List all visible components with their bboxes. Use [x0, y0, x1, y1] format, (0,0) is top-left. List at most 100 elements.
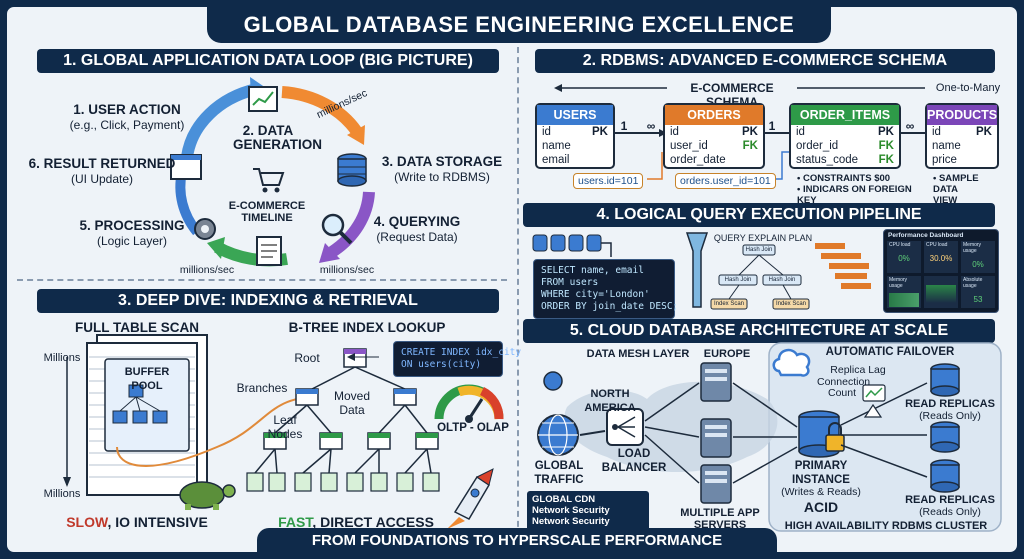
read-replicas-label-1: READ REPLICAS [905, 398, 995, 410]
rate-label-left: millions/sec [179, 264, 235, 276]
europe-label: EUROPE [703, 348, 751, 360]
sql-line: WHERE city='London' [541, 289, 650, 300]
key-badge: PK [592, 126, 608, 138]
key-badge: FK [742, 140, 758, 152]
fast-caption: FAST, DIRECT ACCESS [261, 515, 451, 529]
dashboard-tile: Memory usage [887, 276, 921, 308]
buffer-pool-label: BUFFER POOL [124, 366, 170, 392]
plan-node: Index Scan [775, 301, 807, 307]
column-name: name [932, 140, 961, 152]
branches-label: Branches [236, 381, 288, 395]
step-5-sub: (Logic Layer) [96, 234, 168, 248]
primary-instance-label: PRIMARY INSTANCE [792, 460, 850, 486]
tile-sparkline [889, 293, 919, 307]
cloud-icon [771, 347, 813, 377]
moved-data-label: Moved Data [333, 389, 371, 417]
step-4-title: 4. QUERYING [373, 214, 461, 229]
column-name: id [542, 126, 551, 138]
legend-item: Network Security [532, 505, 610, 516]
fast-rest: , DIRECT ACCESS [312, 514, 434, 530]
section-3-graphics [63, 334, 504, 529]
chart-icon-shape [248, 86, 278, 112]
global-traffic-label: GLOBAL TRAFFIC [534, 460, 584, 486]
explain-plan-label: QUERY EXPLAIN PLAN [713, 233, 813, 243]
dashboard-title: Performance Dashboard [888, 232, 964, 239]
step-6-sub: (UI Update) [70, 172, 134, 186]
read-replicas-label-2: READ REPLICAS [905, 494, 995, 506]
key-badge: FK [878, 140, 894, 152]
rate-label-right: millions/sec [319, 264, 375, 276]
column-name: user_id [670, 140, 708, 152]
sample-data-note: • SAMPLE DATA VIEW [933, 173, 979, 206]
step-1-title: 1. USER ACTION [73, 102, 181, 117]
section-3-title: 3. DEEP DIVE: INDEXING & RETRIEVAL [37, 289, 499, 313]
key-badge: PK [878, 126, 894, 138]
section-5-title: 5. CLOUD DATABASE ARCHITECTURE AT SCALE [523, 319, 995, 343]
slow-caption: SLOW, IO INTENSIVE [47, 515, 227, 529]
table-users-header: USERS [537, 105, 613, 125]
table-row: price [927, 153, 997, 167]
fast-word: FAST [278, 514, 313, 530]
cardinality-one-2: 1 [768, 119, 776, 133]
table-users: USERS id PK name email [535, 103, 615, 169]
table-row: name [537, 139, 613, 153]
slow-rest: , IO INTENSIVE [107, 514, 208, 530]
sql-line: FROM users [541, 277, 599, 288]
step-2-title: 2. DATA GENERATION [233, 123, 323, 152]
main-title: GLOBAL DATABASE ENGINEERING EXCELLENCE [207, 7, 831, 43]
plan-node: Index Scan [713, 301, 745, 307]
table-row: id PK [537, 125, 613, 139]
table-row: user_id FK [665, 139, 763, 153]
column-name: email [542, 154, 570, 166]
step-1-sub: (e.g., Click, Payment) [69, 118, 185, 132]
step-4-sub: (Request Data) [376, 230, 458, 244]
column-name: id [796, 126, 805, 138]
section-4-graphics [532, 232, 871, 310]
tile-label: Memory usage [963, 242, 982, 254]
plan-node: Hash Join [745, 247, 773, 253]
infographic-frame: GLOBAL DATABASE ENGINEERING EXCELLENCE 1… [4, 4, 1020, 555]
tile-label: Absolute usage [963, 277, 983, 289]
read-replicas-sub-1: (Reads Only) [919, 410, 981, 422]
step-3-sub: (Write to RDBMS) [394, 170, 490, 184]
table-orders-header: ORDERS [665, 105, 763, 125]
load-balancer-label: LOAD BALANCER [601, 448, 667, 474]
section-5-graphics [537, 342, 1002, 532]
column-name: id [932, 126, 941, 138]
horizontal-divider-left [17, 279, 507, 281]
btree-title: B-TREE INDEX LOOKUP [288, 320, 446, 335]
column-name: price [932, 154, 957, 166]
join-value-orders: orders.user_id=101 [675, 173, 776, 189]
column-name: order_date [670, 154, 726, 166]
cardinality-many-2: ∞ [905, 119, 915, 133]
create-index-code: CREATE INDEX idx_city ON users(city) [393, 341, 521, 377]
server-icon [701, 363, 731, 401]
key-badge: FK [878, 154, 894, 166]
cardinality-one-1: 1 [620, 119, 628, 133]
server-icon [701, 419, 731, 457]
plan-node: Hash Join [724, 277, 752, 283]
full-scan-title: FULL TABLE SCAN [75, 320, 199, 335]
cdn-legend: GLOBAL CDN Network Security Network Secu… [527, 491, 649, 538]
table-row: order_date [665, 153, 763, 167]
constraints-note: • CONSTRAINTS $00 • INDICARS ON FOREIGN … [797, 173, 912, 206]
location-pin-icon [544, 372, 562, 390]
north-america-label: NORTH AMERICA [584, 388, 636, 414]
replica-lag-label: Replica Lag [830, 364, 886, 376]
acid-label: ACID [803, 499, 839, 515]
slow-word: SLOW [66, 514, 108, 530]
footer-banner: FROM FOUNDATIONS TO HYPERSCALE PERFORMAN… [257, 528, 777, 552]
key-badge: PK [976, 126, 992, 138]
vertical-divider [517, 47, 519, 537]
auto-failover-label: AUTOMATIC FAILOVER [825, 346, 955, 358]
table-row: email [537, 153, 613, 167]
legend-item: GLOBAL CDN [532, 494, 596, 505]
lock-icon [826, 423, 844, 451]
